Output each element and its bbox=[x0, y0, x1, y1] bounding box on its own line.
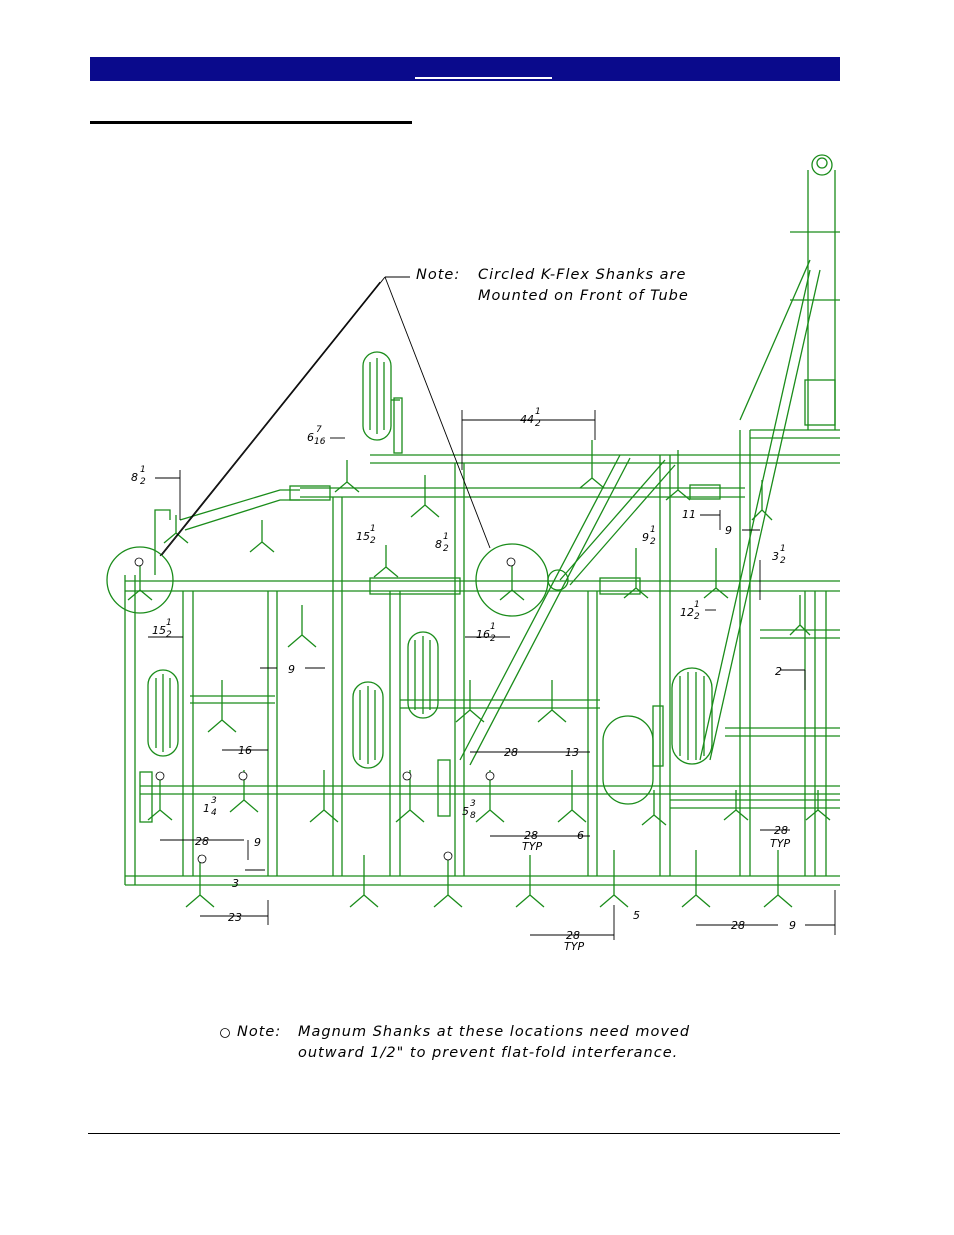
dim-frac-num: 1 bbox=[535, 408, 541, 417]
dim-frac-num: 1 bbox=[650, 526, 656, 535]
dim-label: 9 bbox=[642, 532, 649, 543]
dim-label: 6 bbox=[307, 432, 314, 443]
dim-label: 28 bbox=[504, 747, 518, 758]
dim-label: 16 bbox=[238, 745, 252, 756]
dim-frac-num: 1 bbox=[490, 623, 496, 632]
note-top-label: Note: bbox=[416, 267, 460, 283]
dim-frac-num: 1 bbox=[443, 533, 449, 542]
dim-label: 28 bbox=[195, 836, 209, 847]
dim-label: 9 bbox=[288, 664, 295, 675]
dim-label-typ: TYP bbox=[564, 941, 584, 952]
dim-label: 9 bbox=[254, 837, 261, 848]
dim-frac-den: 2 bbox=[140, 478, 146, 487]
note-bottom-line2: outward 1/2" to prevent flat-fold interf… bbox=[298, 1045, 678, 1061]
dim-label: 13 bbox=[565, 747, 579, 758]
dim-frac-num: 1 bbox=[780, 545, 786, 554]
dim-frac-num: 1 bbox=[140, 466, 146, 475]
dim-label: 44 bbox=[520, 414, 534, 425]
dim-frac-num: 7 bbox=[316, 426, 322, 435]
dim-frac-den: 16 bbox=[314, 438, 325, 447]
dim-label: 3 bbox=[772, 551, 779, 562]
dim-label: 11 bbox=[682, 509, 696, 520]
dim-label: 3 bbox=[232, 878, 239, 889]
dim-frac-num: 1 bbox=[370, 525, 376, 534]
dim-frac-den: 2 bbox=[535, 420, 541, 429]
dim-label: 1 bbox=[203, 803, 210, 814]
dim-frac-den: 8 bbox=[470, 812, 476, 821]
dim-label: 6 bbox=[577, 830, 584, 841]
dim-frac-den: 2 bbox=[370, 537, 376, 546]
dim-frac-den: 2 bbox=[694, 613, 700, 622]
note-top-line2: Mounted on Front of Tube bbox=[478, 288, 689, 304]
dim-label: 12 bbox=[680, 607, 694, 618]
dim-label: 9 bbox=[789, 920, 796, 931]
dim-frac-num: 3 bbox=[470, 800, 476, 809]
dim-label: 5 bbox=[462, 806, 469, 817]
footer-rule bbox=[88, 1133, 840, 1134]
dim-label: 15 bbox=[356, 531, 370, 542]
dim-label: 15 bbox=[152, 625, 166, 636]
note-bottom-label: Note: bbox=[237, 1024, 281, 1040]
dim-frac-num: 3 bbox=[211, 797, 217, 806]
dim-label: 23 bbox=[228, 912, 242, 923]
dim-label-typ: TYP bbox=[522, 841, 542, 852]
note-top-line1: Circled K-Flex Shanks are bbox=[478, 267, 686, 283]
dim-label: 16 bbox=[476, 629, 490, 640]
dim-label: 9 bbox=[725, 525, 732, 536]
dim-label: 28 bbox=[774, 825, 788, 836]
dim-frac-den: 2 bbox=[443, 545, 449, 554]
dim-label: 8 bbox=[131, 472, 138, 483]
note-bottom-line1: Magnum Shanks at these locations need mo… bbox=[298, 1024, 690, 1040]
dim-label-typ: TYP bbox=[770, 838, 790, 849]
dim-frac-num: 1 bbox=[694, 601, 700, 610]
dim-frac-den: 2 bbox=[780, 557, 786, 566]
dim-frac-den: 2 bbox=[650, 538, 656, 547]
dim-label: 5 bbox=[633, 910, 640, 921]
dim-label: 8 bbox=[435, 539, 442, 550]
dim-label: 2 bbox=[775, 666, 782, 677]
dim-frac-den: 2 bbox=[490, 635, 496, 644]
dim-label: 28 bbox=[731, 920, 745, 931]
dim-frac-den: 4 bbox=[211, 809, 217, 818]
dim-frac-num: 1 bbox=[166, 619, 172, 628]
dim-frac-den: 2 bbox=[166, 631, 172, 640]
